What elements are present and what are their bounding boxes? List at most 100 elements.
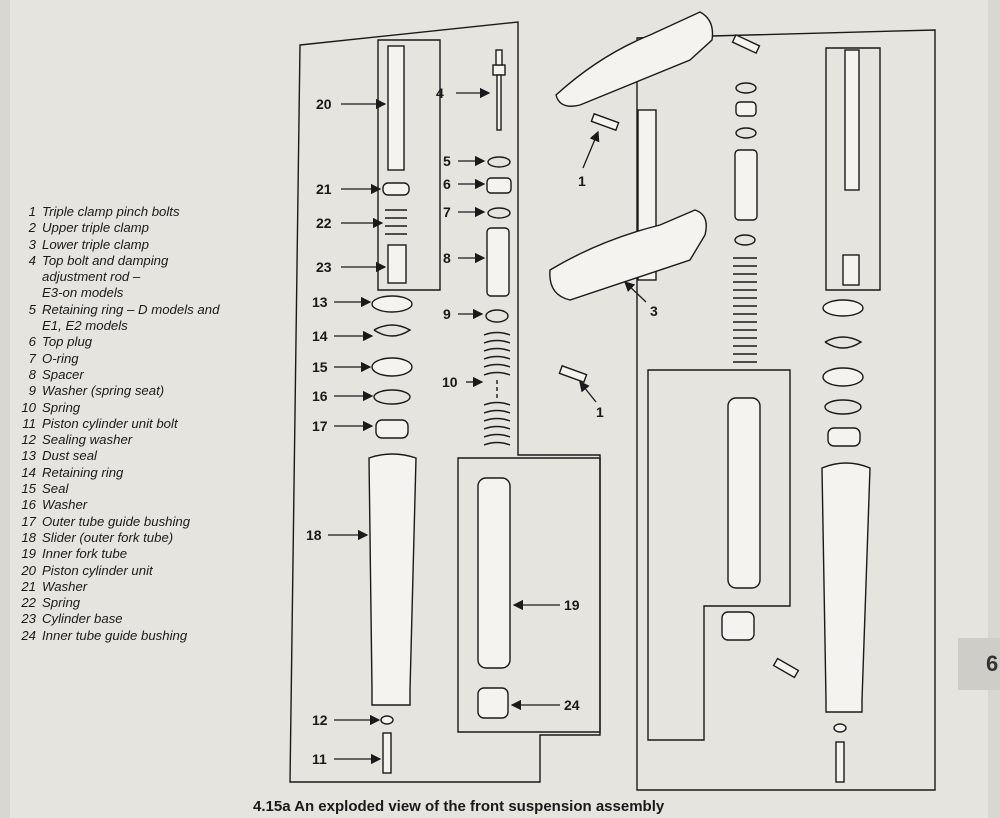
- legend-text: Washer (spring seat): [42, 383, 165, 399]
- right-axle-bolt: [772, 657, 800, 679]
- legend-number: 3: [28, 236, 36, 252]
- o-ring-part: [487, 207, 511, 219]
- callout-16: 16: [312, 388, 328, 404]
- legend-text: Spring: [42, 399, 81, 415]
- top-plug-part: [486, 177, 512, 194]
- callout-6: 6: [443, 176, 451, 192]
- legend-number: 14: [21, 464, 36, 480]
- right-o-ring: [735, 127, 757, 139]
- callout-14: 14: [312, 328, 328, 344]
- legend-number: 20: [21, 562, 36, 578]
- legend-item: 3 Lower triple clamp: [18, 237, 268, 253]
- callout-1-upper: 1: [578, 173, 586, 189]
- callout-17: 17: [312, 418, 328, 434]
- callout-18: 18: [306, 527, 322, 543]
- top-bolt-damping-rod: [492, 49, 506, 131]
- piston-cylinder-bolt-part: [382, 732, 392, 774]
- right-top-plug: [735, 101, 757, 117]
- right-guide-bushing: [827, 427, 861, 447]
- pinch-bolt-upper-part: [590, 112, 620, 132]
- legend-item: 9 Washer (spring seat): [18, 383, 268, 399]
- spacer-part: [486, 227, 510, 297]
- callout-4: 4: [436, 85, 444, 101]
- legend-text: Inner tube guide bushing: [42, 627, 188, 643]
- inner-guide-bushing-part: [477, 687, 509, 719]
- legend-item: 18 Slider (outer fork tube): [18, 530, 268, 546]
- legend-text: Washer: [42, 578, 88, 594]
- callout-5: 5: [443, 153, 451, 169]
- pinch-bolt-lower-part: [558, 364, 588, 384]
- damper-inset-frame: [377, 39, 441, 291]
- dust-seal-part: [371, 295, 413, 313]
- legend-text: Lower triple clamp: [42, 236, 150, 252]
- left-assembly-frame: [289, 21, 601, 783]
- right-sealing-washer: [833, 723, 847, 733]
- callout-13: 13: [312, 294, 328, 310]
- right-cylinder-base: [842, 254, 860, 286]
- callout-7: 7: [443, 204, 451, 220]
- inner-tube-inset-frame: [457, 457, 601, 733]
- legend-text: Piston cylinder unit bolt: [42, 415, 178, 431]
- legend-number: 5: [28, 301, 36, 317]
- callout-11: 11: [312, 751, 327, 767]
- fork-spring-part: [483, 331, 511, 446]
- legend-number: 7: [28, 350, 36, 366]
- legend-text: Spring: [42, 595, 81, 611]
- washer-spring-seat-part: [485, 309, 509, 323]
- right-tube-frame: [647, 369, 791, 741]
- washer-part: [373, 389, 411, 405]
- legend-text: Triple clamp pinch bolts: [42, 204, 180, 219]
- legend-number: 23: [21, 611, 36, 627]
- legend-text: Spacer: [42, 366, 84, 382]
- right-spring: [733, 257, 757, 363]
- figure-caption: 4.15a An exploded view of the front susp…: [253, 798, 665, 815]
- legend-text: Washer: [42, 497, 88, 513]
- legend-item: 23 Cylinder base: [18, 611, 268, 627]
- right-ring: [735, 82, 757, 94]
- retaining-ring-part: [487, 156, 511, 168]
- callout-19: 19: [564, 597, 580, 613]
- legend-number: 18: [21, 529, 36, 545]
- legend-number: 15: [21, 481, 36, 497]
- callout-10: 10: [442, 374, 458, 390]
- legend-number: 6: [28, 334, 36, 350]
- legend-text: Slider (outer fork tube): [42, 529, 174, 545]
- right-washer: [734, 234, 756, 246]
- legend-text: Retaining ring: [42, 464, 124, 480]
- callout-15: 15: [312, 359, 328, 375]
- legend-item: 1 Triple clamp pinch bolts: [18, 204, 268, 220]
- callout-23: 23: [316, 259, 332, 275]
- right-spacer: [734, 149, 758, 221]
- legend-number: 9: [28, 383, 36, 399]
- callout-24: 24: [564, 697, 580, 713]
- damper-spring-part: [385, 209, 407, 235]
- right-bolt: [835, 741, 845, 783]
- legend-text: Cylinder base: [42, 611, 123, 627]
- outer-guide-bushing-part: [375, 419, 409, 439]
- legend-text: Upper triple clamp: [42, 220, 150, 236]
- legend-text: O-ring: [42, 350, 79, 366]
- legend-number: 11: [22, 415, 36, 431]
- legend-text: Top bolt and damping adjustment rod – E3…: [42, 252, 169, 301]
- pinch-bolt-top-right-part: [731, 33, 761, 55]
- legend-text: Top plug: [42, 334, 93, 350]
- legend-item: 11 Piston cylinder unit bolt: [18, 416, 268, 432]
- sealing-washer-part: [380, 715, 394, 725]
- legend-number: 1: [28, 204, 36, 219]
- callout-21: 21: [316, 181, 332, 197]
- right-damper-frame: [825, 47, 881, 291]
- legend-text: Inner fork tube: [42, 546, 128, 562]
